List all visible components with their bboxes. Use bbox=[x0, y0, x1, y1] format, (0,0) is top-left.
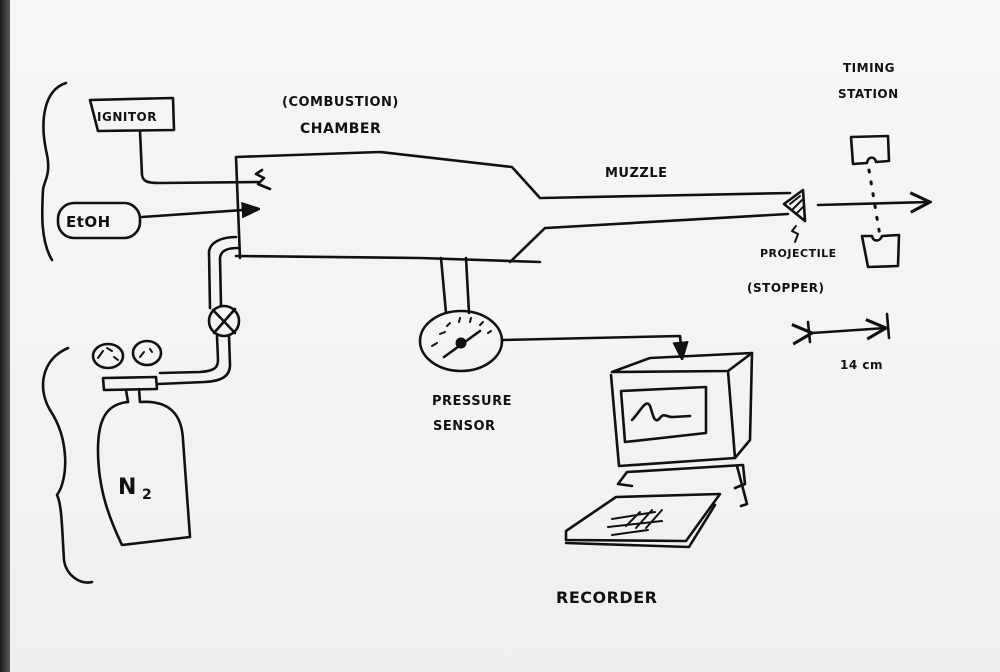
chamber-left-wall bbox=[234, 155, 242, 260]
timing-beam bbox=[867, 168, 882, 238]
stopper-label: (STOPPER) bbox=[747, 281, 825, 295]
gas-pipe-inner bbox=[218, 246, 240, 308]
regulator-body bbox=[101, 375, 159, 392]
fuel-label: EtOH bbox=[66, 213, 111, 231]
projectile-hatch bbox=[789, 195, 804, 215]
distance-dimension: 14 cm bbox=[806, 312, 891, 372]
keyboard-front bbox=[564, 503, 717, 549]
upper-brace bbox=[40, 81, 68, 262]
recorder-label: RECORDER bbox=[556, 588, 657, 607]
timing-station: TIMING STATION bbox=[838, 61, 901, 269]
chamber-top-wall bbox=[234, 150, 542, 200]
gauge-ticks bbox=[431, 317, 492, 347]
cylinder-neck bbox=[124, 387, 142, 404]
igniter-wire bbox=[138, 129, 260, 185]
sensor-port-left bbox=[439, 256, 448, 315]
photo-edge bbox=[0, 0, 10, 672]
recorder: RECORDER bbox=[556, 351, 754, 607]
regulator-gauge-right-ticks bbox=[139, 348, 153, 358]
gas-pipe-lower-outer bbox=[158, 334, 220, 375]
waveform bbox=[630, 402, 692, 422]
sensor-port-right bbox=[464, 256, 471, 315]
dimension-tick-right bbox=[885, 312, 891, 340]
timing-emitter bbox=[849, 134, 891, 166]
monitor-screen bbox=[619, 385, 708, 444]
valve-x-icon bbox=[211, 307, 237, 335]
lower-brace bbox=[41, 346, 94, 584]
gas-pipe-outer bbox=[207, 235, 238, 310]
distance-label: 14 cm bbox=[840, 358, 883, 372]
timing-label-line1: TIMING bbox=[843, 61, 895, 75]
projectile-label: PROJECTILE bbox=[760, 247, 837, 260]
pressure-label-line1: PRESSURE bbox=[432, 394, 512, 409]
pressure-label-line2: SENSOR bbox=[433, 419, 496, 434]
combustion-chamber bbox=[234, 150, 547, 264]
dimension-line bbox=[812, 328, 886, 333]
keyboard bbox=[564, 492, 722, 543]
chamber-taper-bottom bbox=[508, 226, 547, 264]
cylinder-body bbox=[96, 400, 192, 547]
regulator-gauge-left bbox=[91, 342, 125, 370]
monitor-side bbox=[733, 351, 754, 460]
barrel-top bbox=[540, 191, 792, 200]
projectile-cone bbox=[782, 188, 807, 223]
igniter-box bbox=[88, 96, 176, 133]
chamber-bottom-wall bbox=[234, 254, 542, 264]
monitor-front bbox=[609, 369, 737, 468]
fuel-container bbox=[56, 201, 142, 240]
gas-pipe-lower-inner bbox=[156, 334, 232, 386]
gas-label: N bbox=[118, 475, 137, 500]
igniter: IGNITOR bbox=[88, 96, 272, 191]
pressure-sensor: PRESSURE SENSOR bbox=[418, 256, 682, 434]
projectile: PROJECTILE (STOPPER) bbox=[747, 188, 837, 295]
fuel-line bbox=[140, 209, 258, 219]
chamber-label-line2: CHAMBER bbox=[300, 121, 381, 137]
valve-body bbox=[207, 304, 241, 338]
n2-cylinder: N 2 bbox=[91, 339, 192, 547]
gas-label-subscript: 2 bbox=[142, 487, 152, 503]
keyboard-keys bbox=[607, 509, 663, 536]
igniter-label: IGNITOR bbox=[97, 110, 157, 124]
signal-cable bbox=[500, 334, 682, 358]
base-unit bbox=[616, 463, 749, 508]
projectile-pointer bbox=[791, 225, 799, 243]
regulator-gauge-right bbox=[131, 339, 163, 367]
timing-label-line2: STATION bbox=[838, 87, 899, 101]
regulator-gauge-left-ticks bbox=[97, 347, 119, 361]
muzzle-barrel bbox=[540, 191, 792, 230]
dimension-tick-left bbox=[806, 320, 812, 344]
gauge-needle bbox=[442, 329, 482, 359]
gas-line bbox=[156, 235, 241, 386]
barrel-bottom bbox=[544, 212, 790, 230]
flight-path-arrow bbox=[816, 202, 930, 205]
chamber-label-line1: (COMBUSTION) bbox=[282, 95, 399, 110]
muzzle-label: MUZZLE bbox=[605, 166, 668, 181]
fuel-supply: EtOH bbox=[56, 201, 258, 240]
timing-receiver bbox=[860, 233, 901, 269]
spark-icon bbox=[254, 168, 272, 191]
monitor-top bbox=[610, 351, 754, 374]
